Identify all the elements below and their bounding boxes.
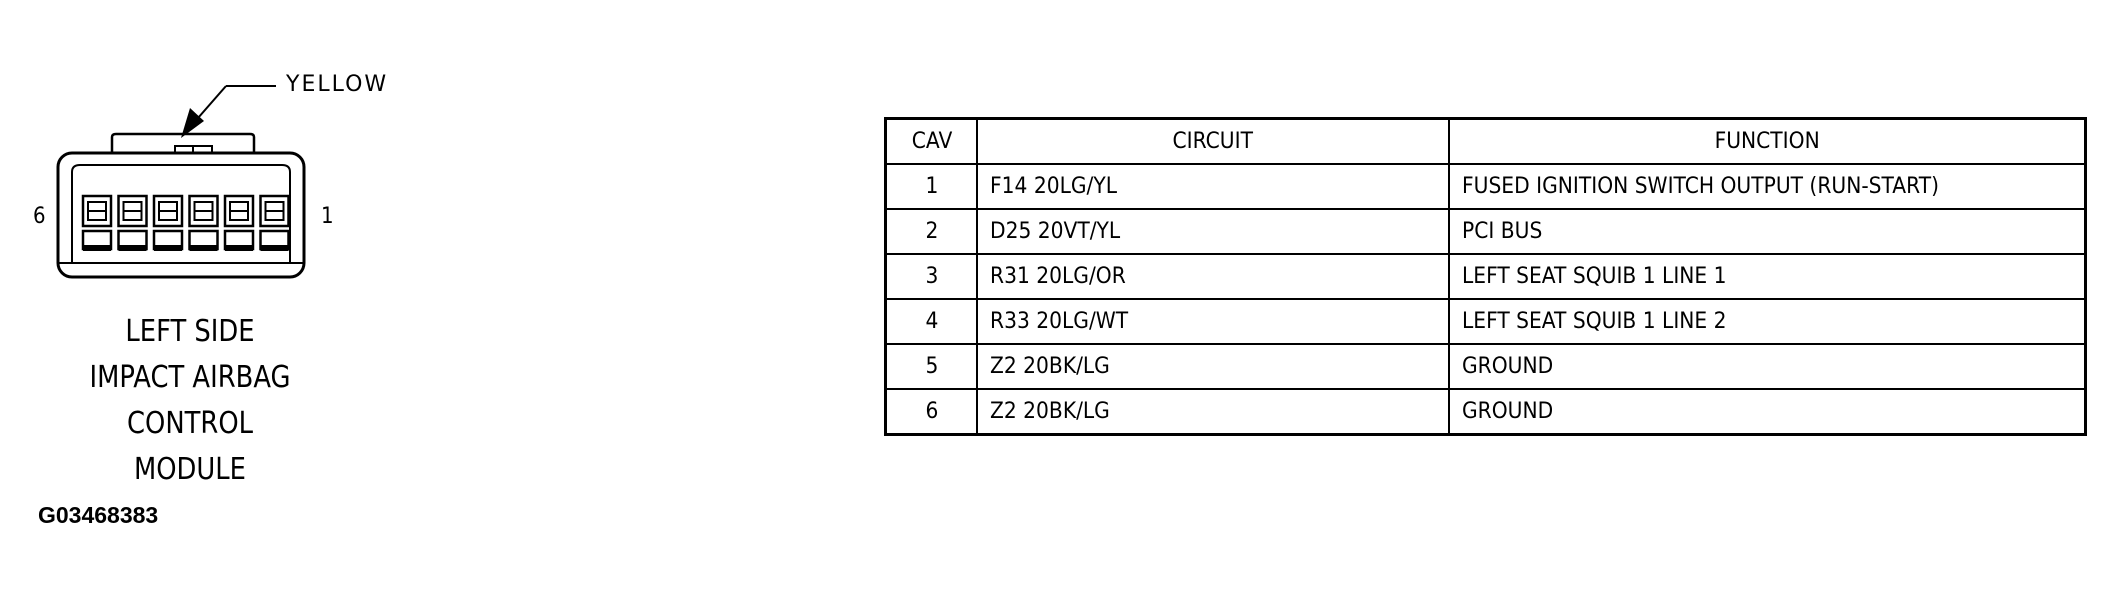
table-row: 3 R31 20LG/OR LEFT SEAT SQUIB 1 LINE 1 (884, 253, 2087, 300)
module-name-line: IMPACT AIRBAG (89, 360, 291, 395)
cell-circuit: D25 20VT/YL (976, 208, 1451, 255)
cell-circuit: Z2 20BK/LG (976, 343, 1451, 390)
table-row: 4 R33 20LG/WT LEFT SEAT SQUIB 1 LINE 2 (884, 298, 2087, 345)
connector-pin-cavity (117, 194, 148, 251)
connector-pin-cavity (188, 194, 219, 251)
module-name: LEFT SIDE IMPACT AIRBAG CONTROL MODULE (52, 309, 327, 493)
pinout-table: CAV CIRCUIT FUNCTION 1 F14 20LG/YL FUSED… (884, 117, 2087, 436)
cell-circuit: Z2 20BK/LG (976, 388, 1451, 436)
cell-cav: 5 (884, 343, 979, 390)
cell-function: GROUND (1448, 343, 2087, 390)
table-row: 6 Z2 20BK/LG GROUND (884, 388, 2087, 436)
table-row: 2 D25 20VT/YL PCI BUS (884, 208, 2087, 255)
cell-circuit: F14 20LG/YL (976, 163, 1451, 210)
pin-label-left: 6 (33, 204, 46, 229)
cell-cav: 3 (884, 253, 979, 300)
connector-pin-cavity (152, 194, 184, 251)
figure-id: G03468383 (38, 502, 159, 528)
cell-cav: 1 (884, 163, 979, 210)
connector-pin-cavity (223, 194, 255, 251)
module-name-line: CONTROL (127, 406, 253, 441)
cell-function: GROUND (1448, 388, 2087, 436)
module-name-line: MODULE (133, 452, 246, 487)
table-row: 5 Z2 20BK/LG GROUND (884, 343, 2087, 390)
connector-pins (81, 194, 290, 251)
cell-circuit: R33 20LG/WT (976, 298, 1451, 345)
header-cav: CAV (884, 117, 979, 165)
connector-pin-cavity (81, 194, 113, 251)
table-header-row: CAV CIRCUIT FUNCTION (884, 117, 2087, 165)
connector-diagram (56, 85, 306, 279)
cell-function: FUSED IGNITION SWITCH OUTPUT (RUN-START) (1448, 163, 2087, 210)
module-name-line: LEFT SIDE (125, 314, 255, 349)
pin-label-right: 1 (321, 204, 334, 229)
connector-color-label: YELLOW (286, 72, 389, 97)
cell-function: LEFT SEAT SQUIB 1 LINE 2 (1448, 298, 2087, 345)
cell-cav: 4 (884, 298, 979, 345)
table-row: 1 F14 20LG/YL FUSED IGNITION SWITCH OUTP… (884, 163, 2087, 210)
cell-function: LEFT SEAT SQUIB 1 LINE 1 (1448, 253, 2087, 300)
header-function: FUNCTION (1448, 117, 2087, 165)
cell-cav: 2 (884, 208, 979, 255)
header-circuit: CIRCUIT (976, 117, 1451, 165)
cell-function: PCI BUS (1448, 208, 2087, 255)
cell-cav: 6 (884, 388, 979, 436)
callout-arrowhead (181, 108, 204, 138)
connector-pin-cavity (259, 194, 290, 251)
cell-circuit: R31 20LG/OR (976, 253, 1451, 300)
connector-latch (110, 132, 256, 153)
